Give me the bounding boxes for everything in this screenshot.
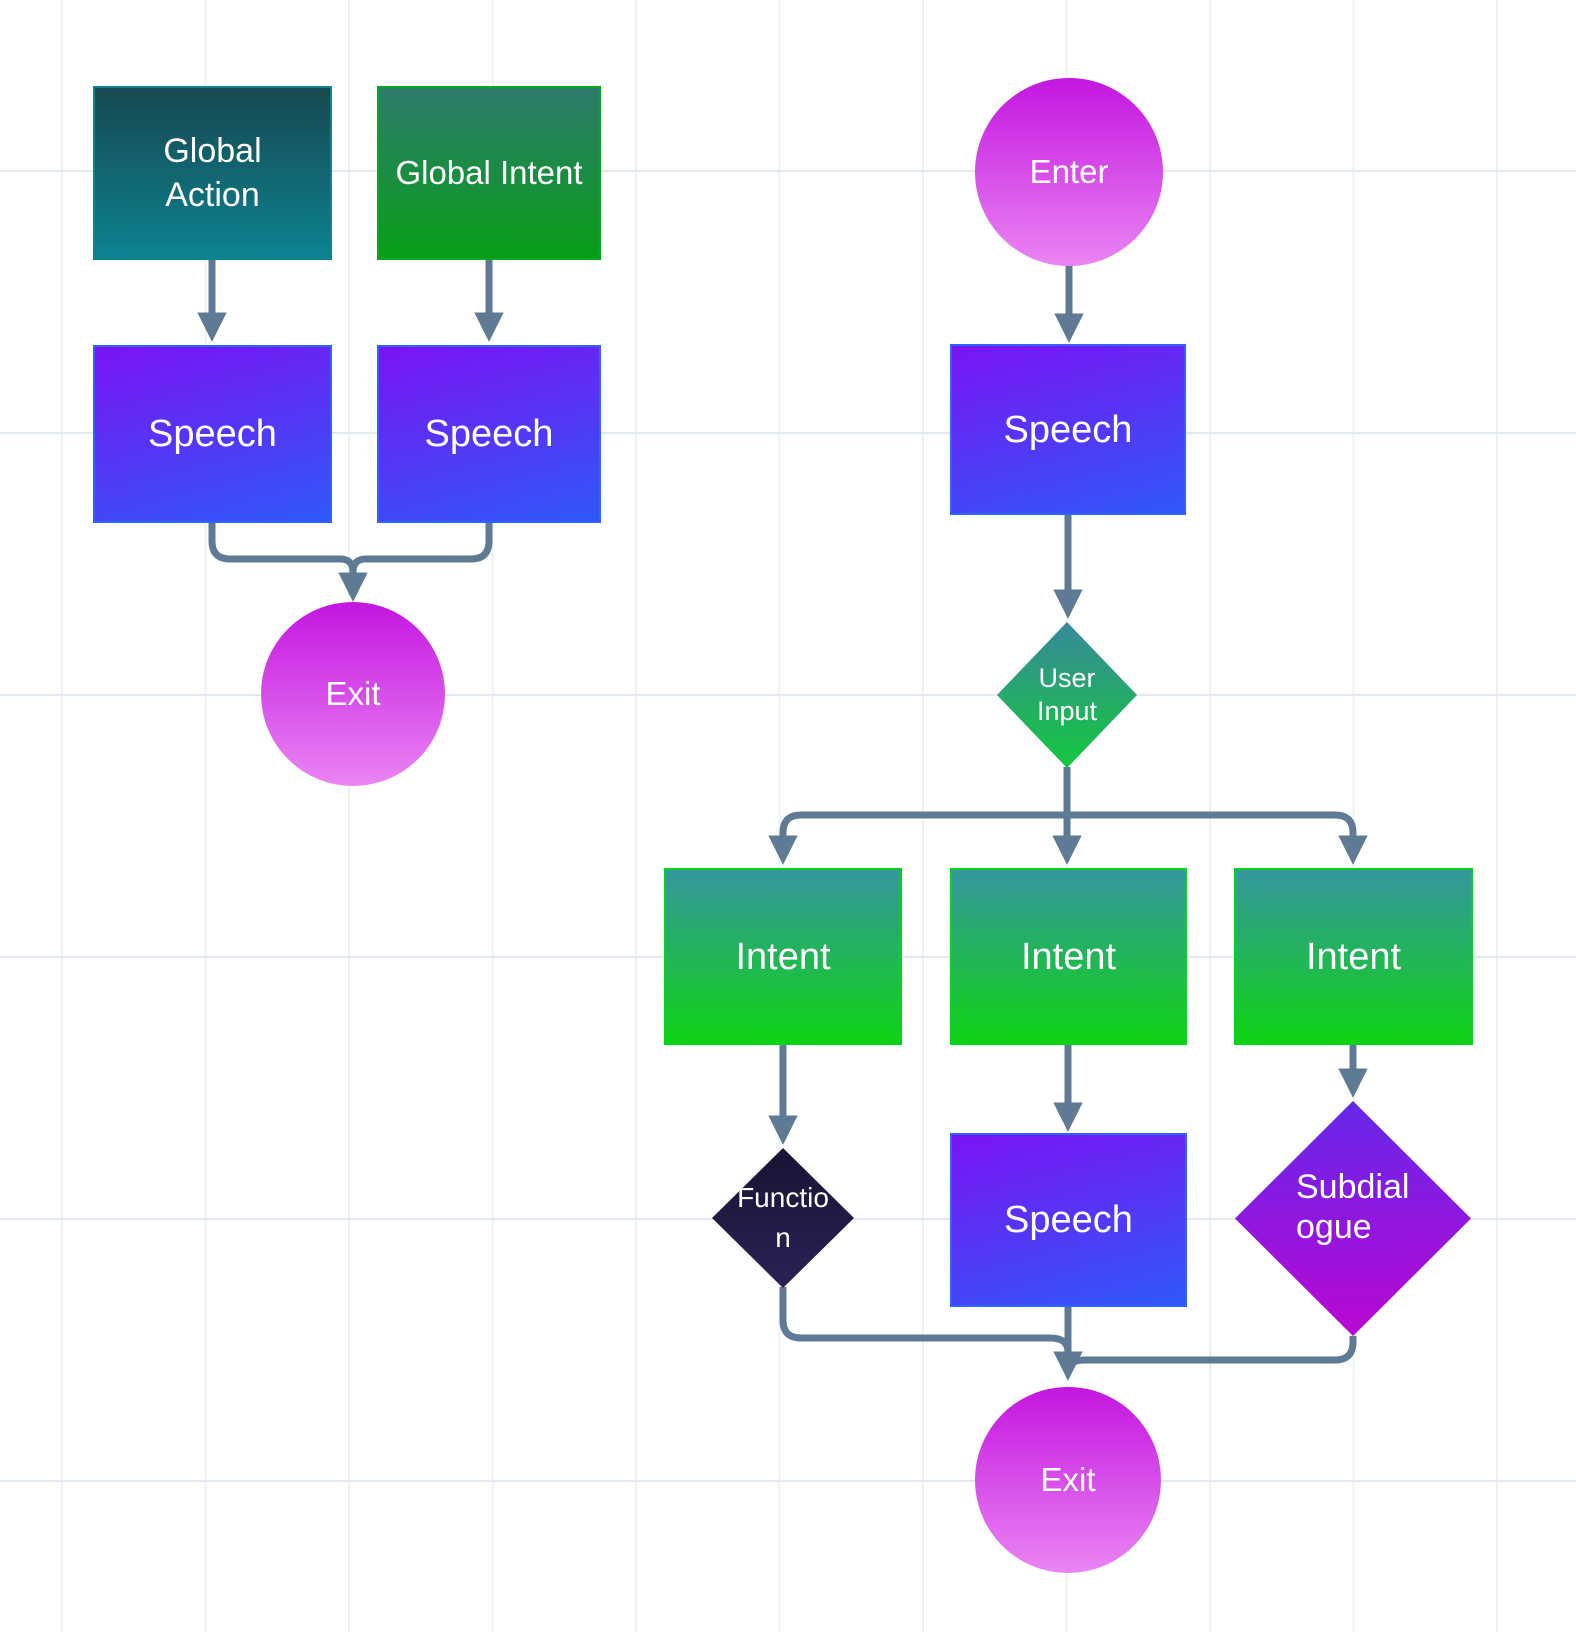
edge-user-input-to-intent-left bbox=[768, 811, 1067, 865]
speech-node-intent[interactable]: Speech bbox=[950, 1133, 1187, 1307]
function-label: Function bbox=[737, 1182, 829, 1253]
exit-node-bottom[interactable]: Exit bbox=[975, 1387, 1161, 1573]
intent-label: Intent bbox=[735, 935, 831, 978]
speech-label: Speech bbox=[148, 413, 277, 455]
function-node[interactable]: Function bbox=[712, 1148, 854, 1288]
global-intent-label: Global Intent bbox=[395, 154, 583, 191]
edge-speech-right-to-exit bbox=[349, 523, 493, 573]
exit-label: Exit bbox=[1040, 1461, 1096, 1498]
edge-speech-left-to-exit bbox=[208, 523, 368, 602]
intent-node-middle[interactable]: Intent bbox=[950, 868, 1187, 1045]
subdialogue-node[interactable]: Subdialogue bbox=[1235, 1101, 1471, 1336]
edge-user-input-to-intent-right bbox=[1067, 811, 1368, 865]
intent-node-right[interactable]: Intent bbox=[1234, 868, 1473, 1045]
global-action-node[interactable]: Global Action bbox=[93, 86, 332, 260]
exit-label: Exit bbox=[325, 675, 381, 712]
intent-label: Intent bbox=[1305, 935, 1402, 978]
user-input-label: User Input bbox=[1036, 663, 1098, 726]
speech-label: Speech bbox=[1003, 408, 1133, 451]
exit-node-left[interactable]: Exit bbox=[261, 602, 445, 786]
edge-subdialogue-to-exit bbox=[1064, 1336, 1357, 1371]
global-intent-node[interactable]: Global Intent bbox=[377, 86, 601, 260]
subdialogue-label: Subdialogue bbox=[1296, 1168, 1410, 1246]
speech-node-enter[interactable]: Speech bbox=[950, 344, 1186, 515]
speech-label: Speech bbox=[1004, 1199, 1133, 1241]
user-input-node[interactable]: User Input bbox=[997, 622, 1137, 768]
intent-node-left[interactable]: Intent bbox=[664, 868, 902, 1045]
speech-label: Speech bbox=[424, 413, 554, 455]
speech-node-global-action[interactable]: Speech bbox=[93, 345, 332, 523]
global-action-label: Global Action bbox=[163, 132, 262, 214]
enter-node[interactable]: Enter bbox=[975, 78, 1163, 266]
intent-label: Intent bbox=[1020, 935, 1117, 978]
enter-label: Enter bbox=[1029, 153, 1109, 190]
speech-node-global-intent[interactable]: Speech bbox=[377, 345, 601, 523]
